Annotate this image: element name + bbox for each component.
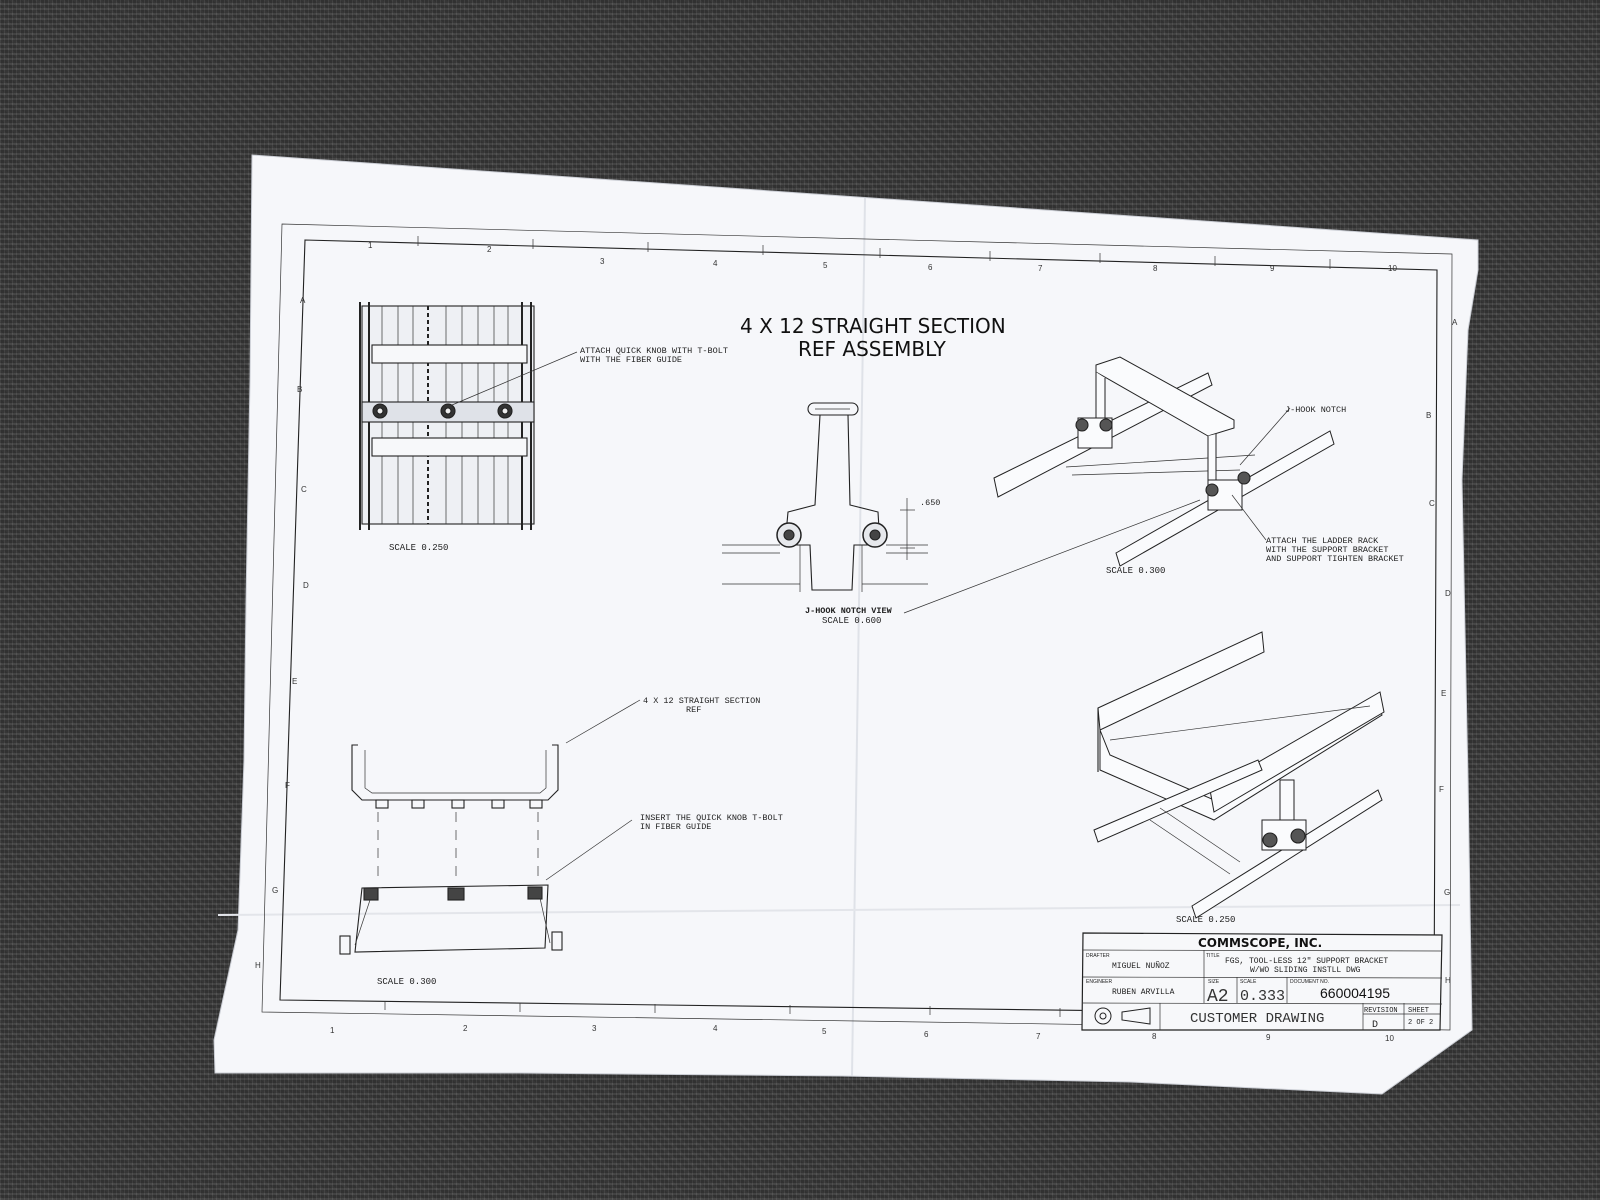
callout-insert-line1: INSERT THE QUICK KNOB T-BOLT <box>640 813 783 823</box>
grid-row-label: A <box>300 296 306 305</box>
scale-label: SCALE 0.300 <box>377 977 436 987</box>
title-block-title-line2: W/WO SLIDING INSTLL DWG <box>1250 966 1361 975</box>
callout-jhook-notch: J-HOOK NOTCH <box>1285 405 1346 415</box>
grid-col-label: 10 <box>1388 264 1397 273</box>
callout-section-line1: 4 X 12 STRAIGHT SECTION <box>643 696 760 706</box>
grid-row-label: H <box>1445 976 1451 985</box>
title-block-drafter-label: DRAFTER <box>1086 953 1110 959</box>
grid-col-label: 3 <box>600 257 605 266</box>
title-block-drafter: MIGUEL NUÑOZ <box>1112 962 1170 971</box>
grid-row-label: G <box>272 886 278 895</box>
paper-fold <box>217 904 1461 916</box>
scale-label: SCALE 0.300 <box>1106 566 1165 576</box>
callout-ladder-line2: WITH THE SUPPORT BRACKET <box>1266 545 1388 555</box>
grid-row-label: C <box>1429 499 1435 508</box>
scale-label: SCALE 0.600 <box>822 616 881 626</box>
paper-fold <box>851 197 866 1077</box>
grid-row-label: D <box>303 581 309 590</box>
title-block-revision-label: REVISION <box>1364 1007 1398 1015</box>
grid-row-label: H <box>255 961 261 970</box>
grid-col-label: 9 <box>1266 1033 1271 1042</box>
callout-ladder-line3: AND SUPPORT TIGHTEN BRACKET <box>1266 554 1404 564</box>
grid-row-label: F <box>285 781 290 790</box>
title-block-doc-no: 660004195 <box>1320 985 1390 1001</box>
grid-row-label: D <box>1445 589 1451 598</box>
jhook-notch-view-drawing <box>722 402 1201 614</box>
callout-knob-line1: ATTACH QUICK KNOB WITH T-BOLT <box>580 346 728 356</box>
scale-label: SCALE 0.250 <box>1176 915 1235 925</box>
section-assembly-isometric-drawing <box>1093 631 1385 919</box>
title-block-sheet: 2 OF 2 <box>1408 1019 1433 1027</box>
title-block-size: A2 <box>1207 987 1229 1007</box>
title-block-engineer: RUBEN ARVILLA <box>1112 988 1175 997</box>
grid-col-label: 5 <box>822 1027 827 1036</box>
callout-section-line2: REF <box>686 705 701 715</box>
callout-knob-line2: WITH THE FIBER GUIDE <box>580 355 682 365</box>
grid-col-label: 7 <box>1038 264 1043 273</box>
title-block-title-line1: FGS, TOOL-LESS 12" SUPPORT BRACKET <box>1225 957 1388 966</box>
drawing-title-line2: REF ASSEMBLY <box>798 337 947 361</box>
callout-ladder-line1: ATTACH THE LADDER RACK <box>1266 536 1379 546</box>
grid-col-label: 1 <box>330 1026 335 1035</box>
plan-view-drawing <box>359 302 578 530</box>
dimension-label: .650 <box>920 498 940 508</box>
title-block-drawing-type: CUSTOMER DRAWING <box>1190 1011 1324 1027</box>
grid-col-label: 3 <box>592 1024 597 1033</box>
grid-row-label: E <box>292 677 297 686</box>
fiber-guide-section-drawing <box>339 699 641 955</box>
grid-col-label: 7 <box>1036 1032 1041 1041</box>
grid-row-label: C <box>301 485 307 494</box>
grid-col-label: 2 <box>463 1024 468 1033</box>
drawing-title-line1: 4 X 12 STRAIGHT SECTION <box>740 314 1006 338</box>
grid-row-label: B <box>297 385 302 394</box>
title-block-scale: 0.333 <box>1240 988 1285 1005</box>
grid-col-label: 10 <box>1385 1034 1394 1043</box>
title-block-sheet-label: SHEET <box>1408 1007 1429 1015</box>
grid-col-label: 8 <box>1152 1032 1157 1041</box>
grid-row-label: A <box>1452 318 1458 327</box>
grid-row-label: G <box>1444 888 1450 897</box>
grid-row-label: E <box>1441 689 1446 698</box>
title-block-engineer-label: ENGINEER <box>1086 979 1113 985</box>
grid-col-label: 6 <box>928 263 933 272</box>
grid-col-label: 4 <box>713 1024 718 1033</box>
grid-col-label: 8 <box>1153 264 1158 273</box>
notch-view-label: J-HOOK NOTCH VIEW <box>805 606 893 616</box>
scale-label: SCALE 0.250 <box>389 543 448 553</box>
grid-col-label: 2 <box>487 245 492 254</box>
title-block-revision: D <box>1372 1020 1378 1031</box>
grid-col-label: 5 <box>823 261 828 270</box>
grid-row-label: F <box>1439 785 1444 794</box>
grid-col-label: 4 <box>713 259 718 268</box>
title-block-title-label: TITLE <box>1206 953 1220 959</box>
callout-insert-line2: IN FIBER GUIDE <box>640 822 711 832</box>
title-block-size-label: SIZE <box>1208 979 1220 985</box>
support-bracket-isometric-drawing <box>993 356 1335 567</box>
grid-col-label: 9 <box>1270 264 1275 273</box>
grid-row-label: B <box>1426 411 1431 420</box>
title-block-scale-label: SCALE <box>1240 979 1257 985</box>
title-block-company: COMMSCOPE, INC. <box>1198 936 1322 950</box>
outer-border <box>261 223 1453 1031</box>
grid-col-label: 6 <box>924 1030 929 1039</box>
title-block-doc-label: DOCUMENT NO. <box>1290 979 1329 985</box>
title-block <box>1081 932 1443 1031</box>
grid-col-label: 1 <box>368 241 373 250</box>
